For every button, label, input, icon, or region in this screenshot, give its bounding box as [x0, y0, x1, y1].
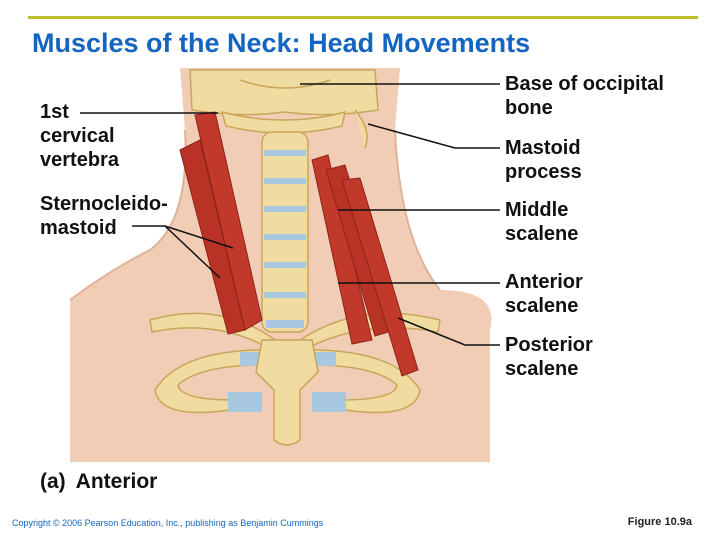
figure-caption: (a)Anterior: [40, 470, 158, 493]
leader-lines: [80, 83, 500, 346]
label-middle-scalene: Middle scalene: [505, 199, 579, 245]
top-accent-line: [28, 16, 698, 19]
label-base-of-occipital-bone: Base of occipital bone: [505, 73, 664, 119]
copyright-notice: Copyright © 2006 Pearson Education, Inc.…: [12, 518, 324, 528]
slide-title: Muscles of the Neck: Head Movements: [32, 28, 531, 58]
label-first-cervical-vertebra: 1st cervical vertebra: [40, 101, 119, 171]
occipital-bone-base: [189, 69, 379, 149]
label-sternocleidomastoid: Sternocleido- mastoid: [40, 193, 168, 239]
label-mastoid-process: Mastoid process: [505, 137, 582, 183]
scalene-muscles: [311, 154, 419, 377]
sternocleidomastoid-muscle: [179, 111, 263, 335]
label-anterior-scalene: Anterior scalene: [505, 271, 583, 317]
label-posterior-scalene: Posterior scalene: [505, 334, 593, 380]
cervical-spine: [220, 110, 346, 333]
figure-reference: Figure 10.9a: [627, 516, 692, 528]
